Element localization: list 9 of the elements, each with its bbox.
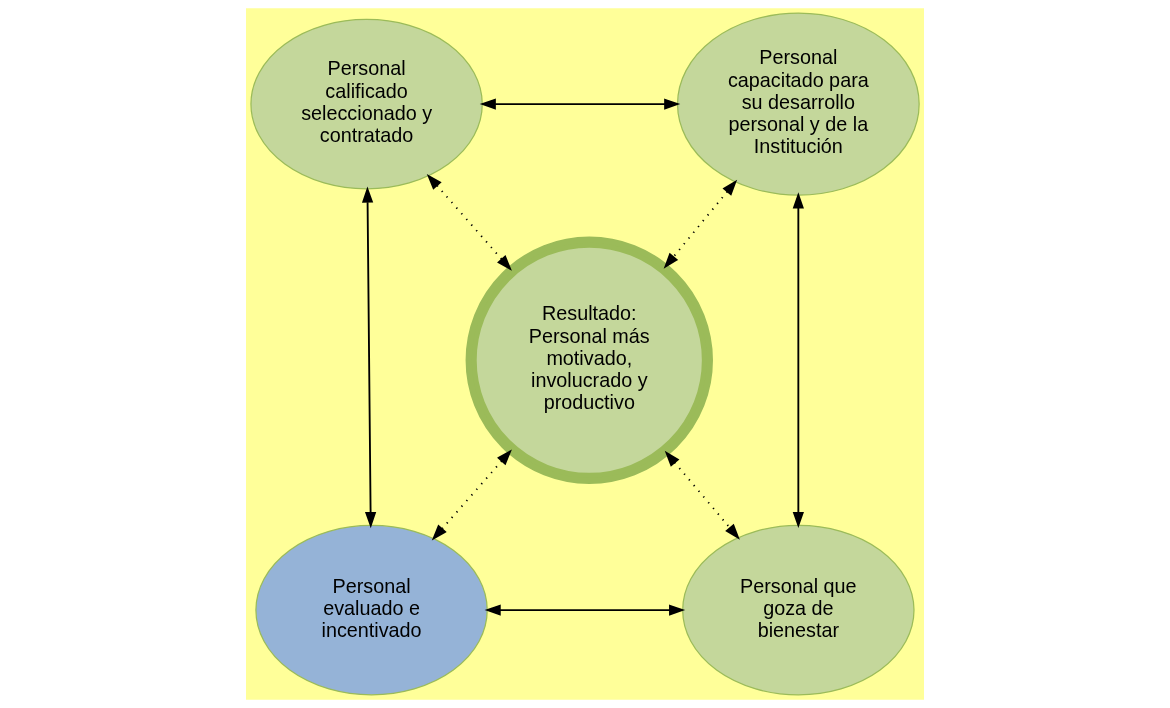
node-circle: Resultado: Personal más motivado, involucrado y productivo [465, 236, 713, 484]
arrow [426, 173, 512, 271]
arrow [663, 179, 738, 269]
arrow [479, 98, 681, 110]
arrow [484, 604, 686, 616]
arrow [792, 192, 804, 529]
arrow [664, 450, 740, 540]
arrow [431, 449, 512, 541]
arrow [361, 186, 377, 529]
